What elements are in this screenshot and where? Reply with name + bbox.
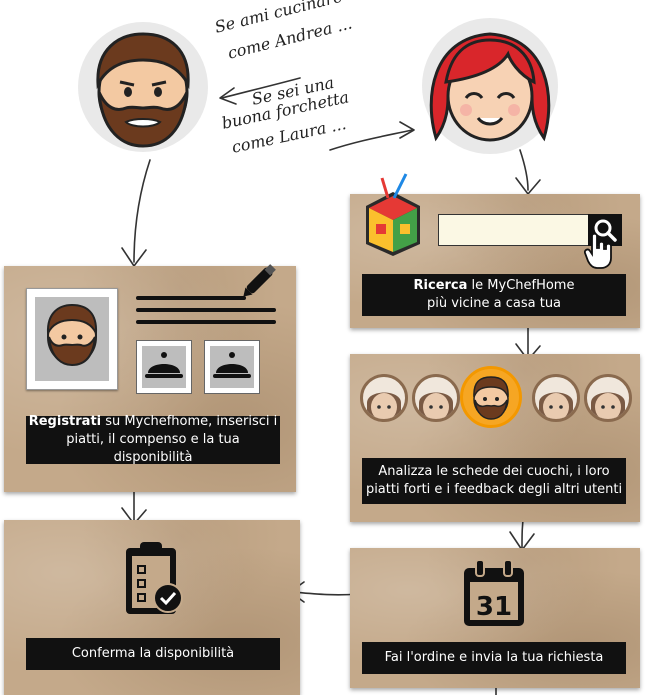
- chef-face-icon: [419, 392, 453, 419]
- confirm-card: Conferma la disponibilità: [4, 520, 300, 695]
- analyze-caption-text2: piatti forti e i feedback degli altri ut…: [365, 482, 623, 497]
- andrea-avatar: [78, 22, 208, 152]
- pen-icon: [243, 264, 276, 297]
- mychefhome-logo-icon: [366, 173, 420, 256]
- profile-photo: [26, 288, 118, 390]
- analyze-caption: Analizza le schede dei cuochi, i loro pi…: [362, 458, 626, 504]
- andrea-thumbnail-icon: [46, 303, 98, 367]
- register-card: Registrati su Mychefhome, inserisci i pi…: [4, 264, 296, 492]
- search-caption-text1: le MyChefHome: [467, 278, 575, 293]
- cloche-icon: [213, 352, 251, 378]
- chef-face-icon: [591, 392, 625, 419]
- search-caption: Ricerca le MyChefHome più vicine a casa …: [362, 274, 626, 316]
- confirm-caption: Conferma la disponibilità: [26, 638, 280, 670]
- clipboard-check-icon: [126, 542, 183, 614]
- search-caption-bold: Ricerca: [413, 278, 468, 293]
- laura-face-icon: [429, 32, 551, 142]
- arrow-andrea-register: [133, 159, 151, 263]
- laura-avatar: [422, 18, 558, 154]
- cloche-icon: [145, 352, 183, 378]
- chef-profile-4[interactable]: [532, 374, 580, 422]
- chef-profile-5[interactable]: [584, 374, 632, 422]
- arrow-order-confirm: [291, 591, 359, 596]
- magnifier-icon: [594, 219, 617, 242]
- arrow-to-laura: [329, 129, 413, 151]
- chef-profile-selected[interactable]: [460, 366, 522, 428]
- register-caption-text1: su Mychefhome, inserisci i: [101, 414, 278, 429]
- andrea-face-icon: [473, 376, 509, 420]
- form-line-1: [136, 296, 246, 300]
- order-caption: Fai l'ordine e invia la tua richiesta: [362, 642, 626, 674]
- hand-pointer-icon: [584, 232, 612, 269]
- dish-slot-2: [204, 340, 260, 394]
- calendar-icon: 31: [464, 560, 524, 626]
- register-caption-bold: Registrati: [28, 414, 102, 429]
- form-line-2: [136, 308, 276, 312]
- order-card: 31 Fai l'ordine e invia la tua richiesta: [350, 548, 640, 688]
- analyze-caption-text1: Analizza le schede dei cuochi, i loro: [378, 464, 610, 479]
- register-caption: Registrati su Mychefhome, inserisci i pi…: [26, 414, 280, 465]
- analyze-card: Analizza le schede dei cuochi, i loro pi…: [350, 354, 640, 522]
- form-line-3: [136, 320, 276, 324]
- search-caption-text2: più vicine a casa tua: [426, 296, 562, 311]
- chef-face-icon: [539, 392, 573, 419]
- arrow-laura-search: [519, 149, 529, 191]
- search-input[interactable]: [438, 214, 590, 246]
- dish-slot-1: [136, 340, 192, 394]
- chef-profile-2[interactable]: [412, 374, 460, 422]
- calendar-day: 31: [476, 592, 512, 622]
- search-card: Ricerca le MyChefHome più vicine a casa …: [350, 173, 640, 328]
- register-caption-text2: piatti, il compenso e la tua disponibili…: [66, 432, 240, 465]
- chef-profile-1[interactable]: [360, 374, 408, 422]
- andrea-face-icon: [96, 32, 190, 148]
- arrow-to-andrea: [221, 77, 301, 99]
- chef-face-icon: [367, 392, 401, 419]
